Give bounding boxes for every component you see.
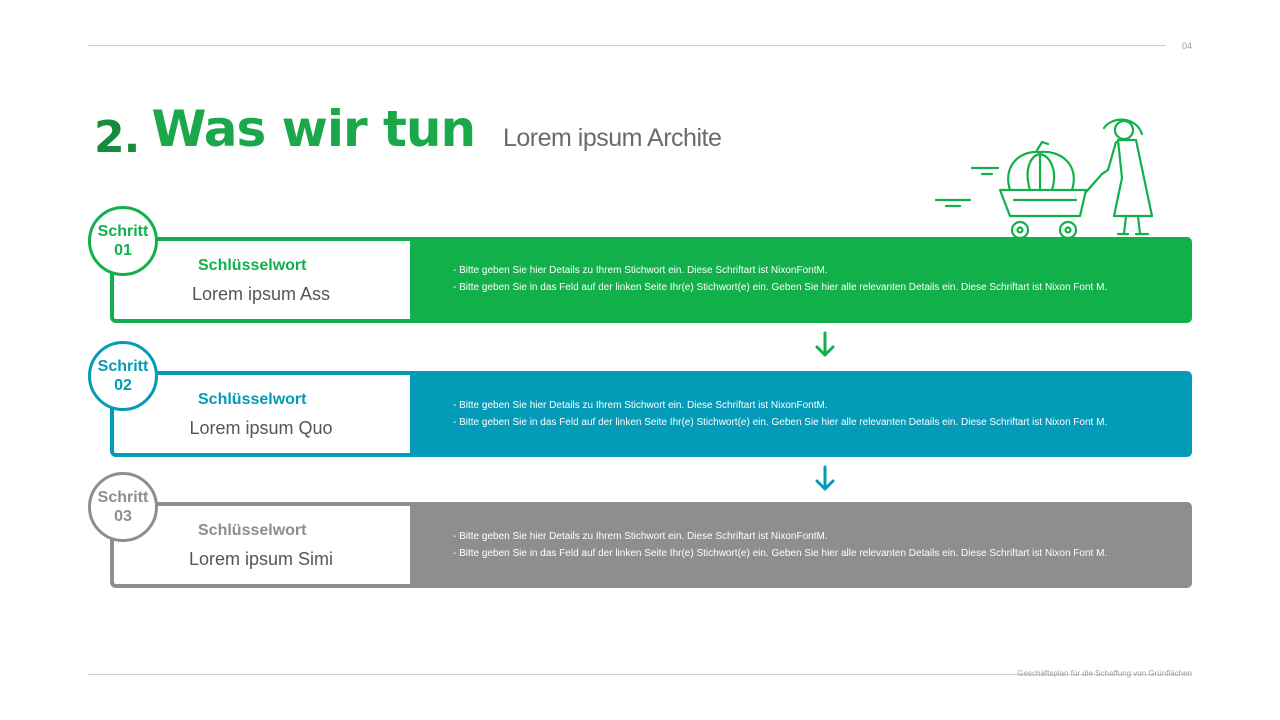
- step-2-lorem: Lorem ipsum Quo: [189, 418, 333, 438]
- step-3-frame: [110, 502, 410, 588]
- step-1-detail-line: - Bitte geben Sie hier Details zu Ihrem …: [453, 265, 828, 276]
- step-3-details: - Bitte geben Sie hier Details zu Ihrem …: [453, 528, 1107, 562]
- step-2-badge: Schritt 02: [88, 341, 158, 411]
- title-number: 2.: [94, 112, 140, 163]
- step-3: Schritt 03 Schlüsselwort Lorem ipsum Sim…: [88, 472, 1192, 592]
- step-1-card: [118, 241, 408, 319]
- step-3-detail-line: - Bitte geben Sie hier Details zu Ihrem …: [453, 531, 828, 542]
- step-1-label-num: 01: [114, 242, 132, 259]
- step-2-label-word: Schritt: [97, 358, 149, 375]
- step-1: Schritt 01 Schlüsselwort Lorem ipsum Ass…: [88, 206, 1192, 326]
- step-3-lorem: Lorem ipsum Simi: [188, 549, 334, 569]
- step-1-badge: Schritt 01: [88, 206, 158, 276]
- step-2-band: [410, 371, 1192, 457]
- bottom-divider: [88, 674, 1192, 675]
- step-3-label-word: Schritt: [97, 489, 149, 506]
- step-3-detail-line: - Bitte geben Sie in das Feld auf der li…: [453, 548, 1108, 559]
- step-2-detail-line: - Bitte geben Sie in das Feld auf der li…: [453, 417, 1108, 428]
- step-2-card: [118, 375, 408, 453]
- step-2: Schritt 02 Schlüsselwort Lorem ipsum Quo…: [88, 341, 1192, 461]
- step-3-label-num: 03: [114, 508, 132, 525]
- step-1-band: [410, 237, 1192, 323]
- step-1-details: - Bitte geben Sie hier Details zu Ihrem …: [453, 262, 1107, 296]
- step-2-frame: [110, 371, 410, 457]
- arrow-down-icon: [815, 465, 835, 491]
- step-3-badge: Schritt 03: [88, 472, 158, 542]
- step-2-keyword: Schlüsselwort: [198, 391, 307, 408]
- arrow-down-icon: [815, 331, 835, 357]
- step-1-label-word: Schritt: [97, 223, 149, 240]
- page-title: 2.Was wir tun: [94, 100, 476, 163]
- step-2-details: - Bitte geben Sie hier Details zu Ihrem …: [453, 397, 1107, 431]
- top-divider: [88, 45, 1166, 46]
- step-3-card: [118, 506, 408, 584]
- step-2-label-num: 02: [114, 377, 132, 394]
- step-1-lorem: Lorem ipsum Ass: [191, 284, 331, 304]
- step-1-detail-line: - Bitte geben Sie in das Feld auf der li…: [453, 282, 1108, 293]
- step-3-band: [410, 502, 1192, 588]
- step-1-keyword: Schlüsselwort: [198, 257, 307, 274]
- subtitle: Lorem ipsum Archite: [503, 124, 722, 152]
- step-1-frame: [110, 237, 410, 323]
- page-number: 04: [1181, 41, 1192, 51]
- step-3-keyword: Schlüsselwort: [198, 522, 307, 539]
- title-text: Was wir tun: [151, 100, 476, 158]
- step-2-detail-line: - Bitte geben Sie hier Details zu Ihrem …: [453, 400, 828, 411]
- footer-text: Geschäftsplan für die Schaffung von Grün…: [1017, 669, 1192, 678]
